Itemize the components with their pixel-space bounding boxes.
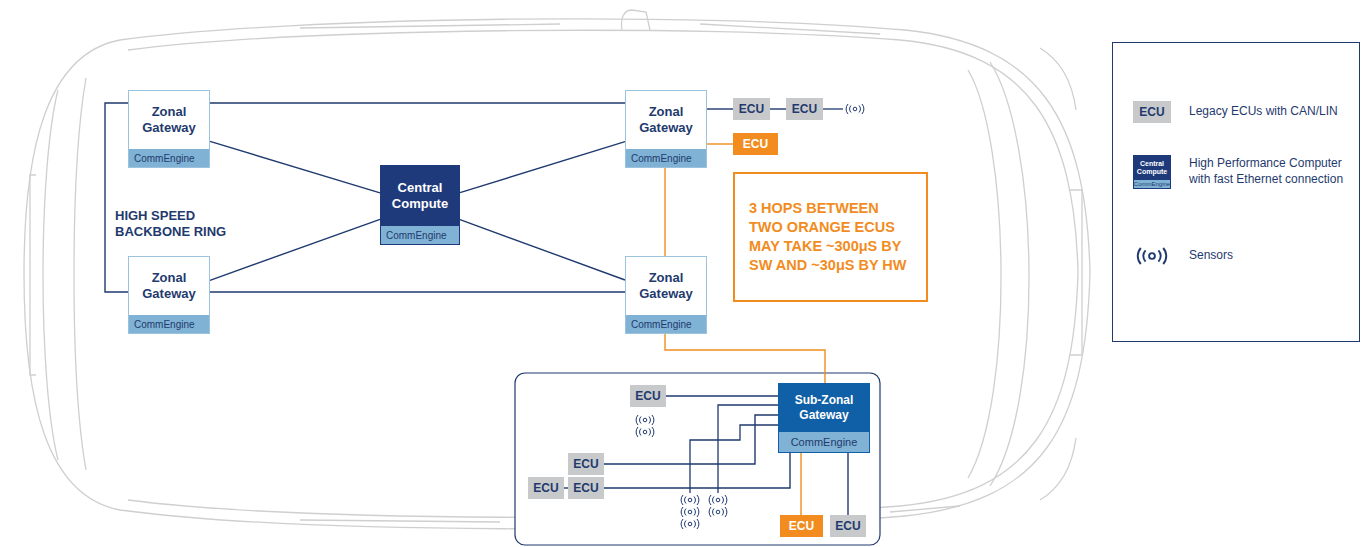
- node-title: Zonal Gateway: [135, 270, 203, 303]
- node-title: Zonal Gateway: [135, 104, 203, 137]
- sensor-icon: [1133, 243, 1171, 269]
- zonal-gateway: Zonal GatewayCommEngine: [128, 256, 210, 334]
- zonal-gateway: Zonal GatewayCommEngine: [128, 90, 210, 168]
- callout-text: 3 HOPS BETWEEN TWO ORANGE ECUS MAY TAKE …: [749, 199, 912, 274]
- engine-band: CommEngine: [134, 153, 195, 164]
- legend-row: Central ComputeCommEngine High Performanc…: [1133, 155, 1349, 189]
- network-link: [666, 395, 778, 396]
- network-link: [460, 220, 625, 280]
- engine-band: CommEngine: [631, 319, 692, 330]
- node-title: Sub-Zonal Gateway: [785, 393, 863, 423]
- central-compute: Central ComputeCommEngine: [380, 165, 460, 245]
- node-title: Central Compute: [387, 180, 453, 213]
- node-title: Zonal Gateway: [632, 104, 700, 137]
- network-link: [604, 415, 778, 464]
- zonal-gateway: Zonal GatewayCommEngine: [625, 256, 707, 334]
- network-link: [460, 142, 625, 193]
- legacy-ecu: ECU: [830, 515, 866, 537]
- legend-swatch: ECU: [1133, 101, 1171, 123]
- network-link: [210, 102, 625, 103]
- legend-sample: [1133, 243, 1171, 269]
- backbone-label: HIGH SPEED BACKBONE RING: [115, 208, 226, 239]
- zonal-gateway: Zonal GatewayCommEngine: [625, 90, 707, 168]
- sub-zonal-gateway: Sub-Zonal GatewayCommEngine: [778, 383, 870, 453]
- sub-zone-region: [515, 373, 880, 545]
- mini-compute-icon: Central ComputeCommEngine: [1133, 155, 1171, 189]
- engine-band: CommEngine: [134, 319, 195, 330]
- legacy-ecu: ECU: [786, 98, 823, 120]
- legend-text: Sensors: [1189, 248, 1233, 262]
- legacy-ecu: ECU: [630, 385, 666, 407]
- legend-text: Legacy ECUs with CAN/LIN: [1189, 104, 1338, 118]
- mini-band: CommEngine: [1134, 181, 1170, 187]
- network-link: [707, 108, 733, 109]
- engine-band: CommEngine: [791, 436, 858, 448]
- highlight-link: [707, 143, 733, 144]
- highlighted-ecu: ECU: [733, 133, 778, 155]
- node-title: Zonal Gateway: [632, 270, 700, 303]
- legacy-ecu: ECU: [568, 453, 604, 475]
- legacy-ecu: ECU: [733, 98, 770, 120]
- legend-text: High Performance Computer with fast Ethe…: [1189, 156, 1343, 186]
- ecu-label: ECU: [573, 457, 598, 471]
- network-link: [210, 141, 380, 193]
- legend-row: Sensors: [1133, 243, 1349, 269]
- ecu-label: ECU: [739, 102, 764, 116]
- legend-sample: Central ComputeCommEngine: [1133, 155, 1171, 189]
- network-link: [105, 103, 128, 292]
- legend-panel: ECU Legacy ECUs with CAN/LIN Central Compu…: [1112, 42, 1360, 342]
- ecu-label: ECU: [835, 519, 860, 533]
- swatch-label: ECU: [1139, 105, 1164, 119]
- network-link: [847, 453, 848, 515]
- highlight-link: [664, 168, 665, 256]
- network-link: [604, 453, 790, 488]
- ecu-label: ECU: [743, 137, 768, 151]
- legend-sample: ECU: [1133, 101, 1171, 123]
- engine-band: CommEngine: [386, 230, 447, 241]
- network-link: [210, 219, 380, 280]
- ecu-label: ECU: [533, 481, 558, 495]
- legacy-ecu: ECU: [528, 477, 564, 499]
- engine-band: CommEngine: [631, 153, 692, 164]
- ecu-label: ECU: [789, 519, 814, 533]
- ecu-label: ECU: [573, 481, 598, 495]
- legend-row: ECU Legacy ECUs with CAN/LIN: [1133, 101, 1349, 123]
- ecu-label: ECU: [635, 389, 660, 403]
- highlight-link: [800, 453, 801, 515]
- latency-callout: 3 HOPS BETWEEN TWO ORANGE ECUS MAY TAKE …: [733, 172, 928, 302]
- network-link: [770, 108, 786, 109]
- highlight-link: [665, 334, 825, 383]
- legacy-ecu: ECU: [568, 477, 604, 499]
- mini-title: Central Compute: [1137, 160, 1167, 175]
- highlighted-ecu: ECU: [780, 515, 823, 537]
- ecu-label: ECU: [792, 102, 817, 116]
- network-link: [210, 291, 625, 292]
